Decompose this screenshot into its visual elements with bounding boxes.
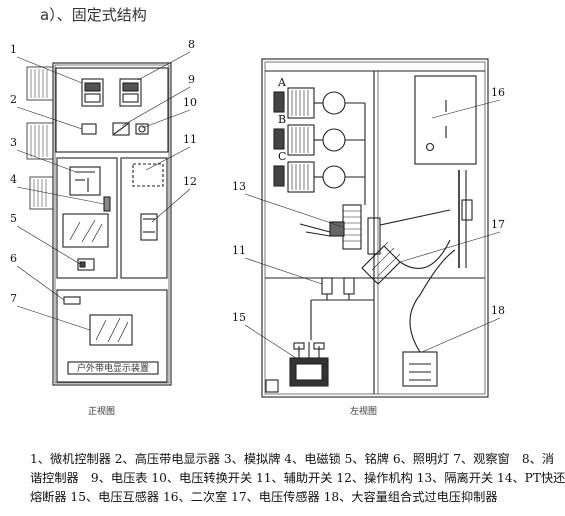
lighting-lamp (63, 296, 81, 305)
front-leader-lines (16, 51, 191, 331)
front-callout-6: 6 (10, 252, 17, 265)
front-callout-3: 3 (10, 136, 17, 149)
nameplate (77, 258, 95, 271)
front-view-caption: 正视图 (88, 405, 115, 417)
voltage-sensor (361, 239, 451, 285)
phase-label-c: C (278, 150, 286, 163)
side-auxiliary-switch-2 (343, 277, 355, 295)
phase-label-b: B (278, 113, 286, 126)
hv-live-display (81, 123, 97, 135)
microcomputer-controller (81, 78, 104, 107)
front-callout-7: 7 (10, 292, 17, 305)
voltage-switch (135, 123, 149, 135)
phase-insulators (273, 87, 315, 193)
left-view-drawing (244, 58, 501, 398)
side-callout-15: 15 (232, 311, 246, 324)
phase-label-a: A (277, 76, 287, 89)
voltage-transformer (289, 342, 329, 387)
side-base-plate (265, 379, 279, 393)
overvoltage-suppressor (402, 351, 438, 387)
section-heading: a）、固定式结构 (40, 6, 147, 24)
side-auxiliary-switch-1 (321, 277, 333, 295)
front-callout-4: 4 (10, 173, 17, 186)
side-callout-11: 11 (232, 244, 246, 257)
front-callout-12: 12 (183, 175, 197, 188)
voltmeter (112, 122, 130, 136)
resonance-controller (119, 78, 142, 107)
front-middle-left-door (56, 157, 118, 279)
auxiliary-switch-box (132, 163, 164, 187)
front-middle-right-door (120, 157, 168, 279)
front-callout-5: 5 (10, 212, 17, 225)
side-callout-17: 17 (491, 218, 505, 231)
side-cabinet-outline (261, 58, 489, 398)
observation-window (89, 314, 133, 346)
legend-line-2: 谐控制器 9、电压表 10、电压转换开关 11、辅助开关 12、操作机构 13、… (30, 471, 565, 485)
legend-line-3: 熔断器 15、电压互感器 16、二次室 17、电压传感器 18、大容量组合式过电… (30, 490, 498, 504)
side-callout-13: 13 (232, 180, 246, 193)
cabinet-diagram: 1 2 3 4 5 6 7 8 9 10 11 12 户外带电显示装置 正视图 … (10, 38, 505, 417)
front-callout-8: 8 (188, 38, 195, 51)
front-callout-1: 1 (10, 43, 17, 56)
front-callout-11: 11 (183, 133, 197, 146)
left-view-caption: 左视图 (350, 405, 377, 417)
side-callout-18: 18 (491, 304, 505, 317)
nameplate-strip (67, 361, 159, 375)
operating-mechanism (140, 213, 158, 241)
front-top-panel (55, 67, 169, 153)
side-leader-lines (244, 99, 501, 359)
isolating-switch (299, 204, 451, 255)
mimic-board (69, 166, 101, 196)
front-callout-2: 2 (10, 93, 17, 106)
electromagnetic-lock (103, 196, 111, 212)
front-view-drawing (16, 51, 191, 386)
secondary-compartment (414, 75, 477, 165)
front-bushings (26, 66, 54, 210)
front-cabinet-outline (52, 62, 172, 386)
front-window-upper (62, 213, 109, 248)
front-bottom-section (56, 289, 168, 383)
component-legend: 1、微机控制器 2、高压带电显示器 3、模拟牌 4、电磁锁 5、铭牌 6、照明灯… (30, 450, 565, 507)
front-nameplate-text: 户外带电显示装置 (77, 362, 149, 374)
front-callout-9: 9 (188, 73, 195, 86)
side-callout-16: 16 (491, 86, 505, 99)
legend-line-1: 1、微机控制器 2、高压带电显示器 3、模拟牌 4、电磁锁 5、铭牌 6、照明灯… (30, 452, 555, 466)
front-callout-10: 10 (183, 96, 197, 109)
